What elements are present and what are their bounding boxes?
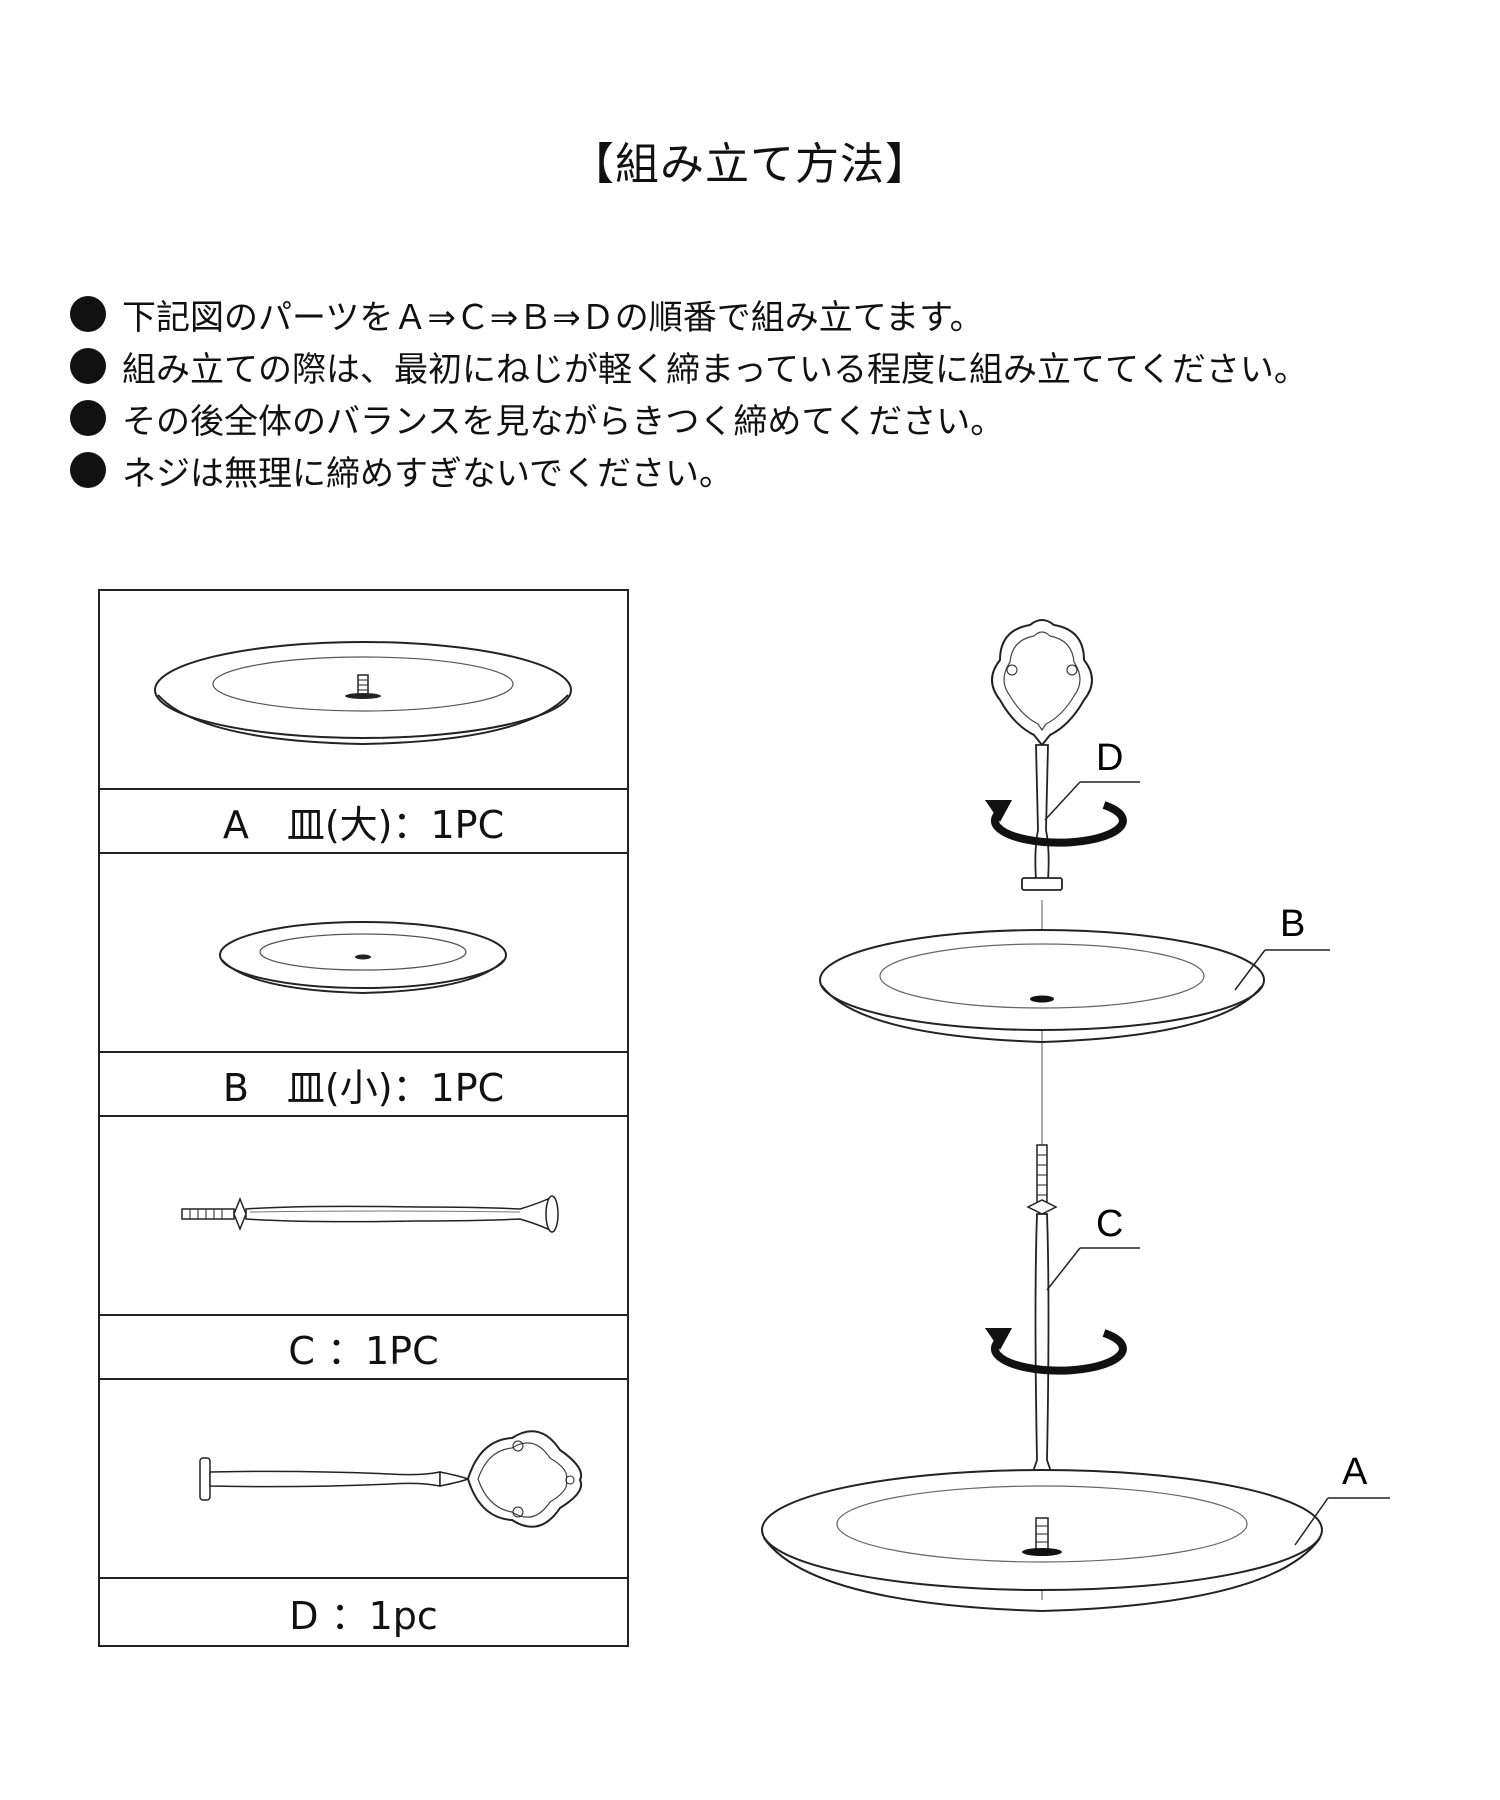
assembly-diagram: D B C xyxy=(700,600,1480,1704)
instruction-text: 下記図のパーツをＡ⇒Ｃ⇒Ｂ⇒Ｄの順番で組み立てます。 xyxy=(122,297,984,338)
assembly-svg: D B C xyxy=(761,619,1390,1613)
part-d-label: D ：1pc xyxy=(100,1577,627,1645)
instruction-item: 下記図のパーツをＡ⇒Ｃ⇒Ｂ⇒Ｄの順番で組み立てます。 xyxy=(70,288,1470,340)
part-d-image xyxy=(100,1380,627,1577)
part-b-label: B 皿(小)：1PC xyxy=(100,1051,627,1117)
bullet-icon xyxy=(70,400,106,436)
bullet-icon xyxy=(70,296,106,332)
callout-b-label: B xyxy=(1280,903,1305,945)
callout-c-label: C xyxy=(1096,1203,1123,1245)
rotate-arrow-c-icon xyxy=(985,1328,1127,1375)
part-c-drawing xyxy=(1024,1144,1060,1502)
instruction-text: その後全体のバランスを見ながらきつく締めてください。 xyxy=(122,401,1005,442)
handle-icon xyxy=(199,1430,582,1528)
instruction-item: ネジは無理に締めすぎないでください。 xyxy=(70,444,1470,496)
callout-a-label: A xyxy=(1342,1451,1368,1493)
instruction-text: 組み立ての際は、最初にねじが軽く締まっている程度に組み立ててください。 xyxy=(122,349,1308,390)
instruction-list: 下記図のパーツをＡ⇒Ｃ⇒Ｂ⇒Ｄの順番で組み立てます。 組み立ての際は、最初にねじ… xyxy=(70,288,1470,496)
part-a-label: A 皿(大)：1PC xyxy=(100,788,627,854)
instruction-item: その後全体のバランスを見ながらきつく締めてください。 xyxy=(70,392,1470,444)
part-c-image xyxy=(100,1117,627,1314)
small-plate-icon xyxy=(219,921,507,995)
bullet-icon xyxy=(70,452,106,488)
rod-icon xyxy=(181,1195,559,1233)
page-title: 【組み立て方法】 xyxy=(570,139,930,190)
instruction-text: ネジは無理に締めすぎないでください。 xyxy=(122,453,733,494)
part-b-image xyxy=(100,854,627,1051)
part-a-drawing xyxy=(761,1469,1323,1613)
part-c-label: C ：1PC xyxy=(100,1314,627,1380)
part-d-drawing xyxy=(991,619,1093,891)
callout-d-label: D xyxy=(1096,737,1123,779)
rotate-arrow-d-icon xyxy=(985,800,1127,847)
instruction-item: 組み立ての際は、最初にねじが軽く締まっている程度に組み立ててください。 xyxy=(70,340,1470,392)
part-b-drawing xyxy=(819,929,1265,1044)
part-a-image xyxy=(100,591,627,788)
bullet-icon xyxy=(70,348,106,384)
parts-table: A 皿(大)：1PC B 皿(小)：1PC C ：1PC xyxy=(98,589,629,1647)
large-plate-icon xyxy=(154,641,572,746)
